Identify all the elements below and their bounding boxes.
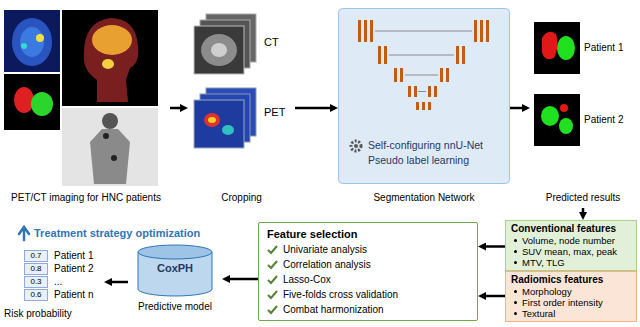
goal-label: Treatment strategy optimization (34, 226, 200, 240)
panel-caption: Segmentation Network (338, 192, 510, 204)
flow-arrow (582, 208, 585, 215)
flow-arrow (227, 278, 258, 281)
flow-arrow (109, 281, 128, 284)
list-item: Volume, node number (522, 235, 615, 246)
bullet-dot (514, 239, 517, 242)
check-mark (267, 245, 278, 255)
box-heading: Conventional features (511, 223, 631, 235)
method-text: Self-configuring nnU-Net (368, 139, 506, 152)
prediction-illustration (530, 8, 636, 158)
list-row: Five-folds cross validation (267, 287, 469, 302)
box-heading: Feature selection (267, 226, 469, 242)
feature-box: Conventional featuresVolume, node number… (505, 220, 637, 271)
list-item: Morphology (522, 286, 572, 297)
network-box: Self-configuring nnU-NetPseudo label lea… (338, 8, 510, 208)
score-box: 0.3 (24, 276, 48, 288)
bullet-dot (514, 250, 517, 253)
flow-arrow (295, 107, 333, 110)
box-heading: Radiomics features (511, 274, 631, 286)
check-mark (267, 305, 278, 315)
score-value: 0.8 (30, 264, 41, 274)
score-value: 0.7 (30, 251, 41, 261)
list-row: MTV, TLG (511, 257, 631, 268)
list-item: SUV mean, max, peak (522, 246, 617, 257)
check-mark (267, 290, 278, 300)
method-text: Pseudo label learning (368, 154, 506, 167)
list-row: Lasso-Cox (267, 272, 469, 287)
bullet-dot (514, 312, 517, 315)
list-item: Five-folds cross validation (283, 287, 398, 302)
list-row: Univariate analysis (267, 242, 469, 257)
list-row: Morphology (511, 286, 631, 297)
panel-caption: Predictive model (128, 301, 222, 313)
risk-panel: Risk probability 0.7 0.8 0.3 0.6 (4, 250, 104, 325)
pet-ct-illustration (2, 8, 160, 186)
list-row: First order intensity (511, 297, 631, 308)
patient-label: Patient 1 (54, 250, 93, 262)
flow-arrow (483, 245, 505, 248)
list-row: SUV mean, max, peak (511, 246, 631, 257)
bullet-dot (514, 261, 517, 264)
image-panel: CT PET Cropping (188, 8, 295, 208)
list-item: Lasso-Cox (283, 272, 331, 287)
model-name: CoxPH (128, 262, 222, 275)
panel-caption: Cropping (188, 192, 295, 204)
list-item: Univariate analysis (283, 242, 367, 257)
flow-arrow (170, 107, 183, 110)
modality-label: PET (264, 106, 294, 119)
check-mark (267, 260, 278, 270)
score-box: 0.8 (24, 263, 48, 275)
panel-caption: PET/CT imaging for HNC patients (2, 192, 170, 204)
feature-box: Radiomics featuresMorphologyFirst order … (505, 271, 637, 322)
list-item: First order intensity (522, 297, 603, 308)
score-value: 0.6 (30, 290, 41, 300)
list-item: Textural (522, 308, 555, 319)
modality-label: CT (264, 36, 294, 49)
check-mark (267, 275, 278, 285)
list-row: Textural (511, 308, 631, 319)
bullet-dot (514, 301, 517, 304)
flow-arrow (483, 295, 505, 298)
list-row: Correlation analysis (267, 257, 469, 272)
score-box: 0.7 (24, 250, 48, 262)
bullet-dot (514, 290, 517, 293)
panel-caption: Predicted results (530, 192, 636, 204)
list-row: Combat harmonization (267, 302, 469, 317)
list-item: MTV, TLG (522, 257, 565, 268)
patient-label: Patient n (54, 289, 93, 301)
list-row: Volume, node number (511, 235, 631, 246)
selection-box: Feature selectionUnivariate analysisCorr… (258, 222, 478, 321)
cropping-illustration (188, 12, 260, 162)
patient-label: Patient 1 (584, 42, 636, 54)
patient-label: Patient 2 (584, 114, 636, 126)
image-panel: PET/CT imaging for HNC patients (2, 8, 170, 208)
model-cylinder: CoxPH Predictive model (128, 244, 222, 314)
score-box: 0.6 (24, 289, 48, 301)
panel-caption: Risk probability (4, 308, 104, 320)
patient-label: Patient 2 (54, 263, 93, 275)
list-item: Correlation analysis (283, 257, 371, 272)
list-item: Combat harmonization (283, 302, 384, 317)
image-panel: Patient 1 Patient 2 Predicted results (530, 8, 636, 208)
score-value: 0.3 (30, 277, 41, 287)
flow-arrow (510, 107, 525, 110)
patient-label: ... (54, 276, 62, 288)
